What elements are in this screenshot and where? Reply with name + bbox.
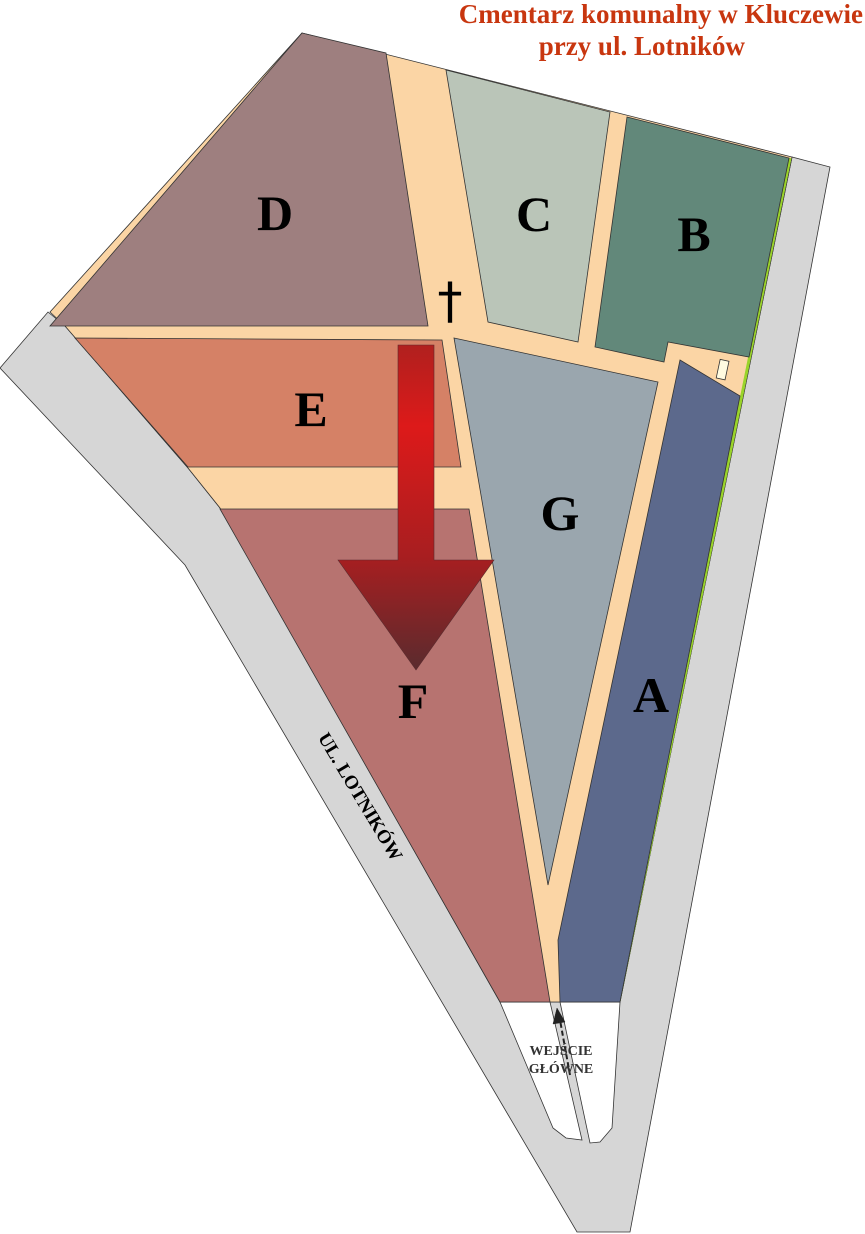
entrance-label-line1: WEJŚCIE — [529, 1042, 592, 1059]
map-title-line2: przy ul. Lotników — [538, 31, 745, 61]
section-label-C: C — [516, 186, 552, 242]
section-label-A: A — [633, 667, 669, 723]
section-A[interactable] — [557, 359, 741, 1003]
section-C[interactable] — [445, 69, 611, 343]
section-label-B: B — [677, 206, 710, 262]
section-B[interactable] — [594, 116, 790, 363]
section-D[interactable] — [49, 32, 429, 327]
section-F[interactable] — [219, 508, 551, 1003]
map-title-line1: Cmentarz komunalny w Kluczewie — [458, 0, 863, 29]
section-label-E: E — [294, 381, 327, 437]
entrance-arrow-icon — [552, 1007, 571, 1076]
section-G[interactable] — [453, 337, 659, 886]
section-E[interactable] — [74, 337, 462, 468]
direction-arrow-icon — [337, 344, 495, 671]
building-icon — [715, 358, 730, 381]
entrance-label-line2: GŁÓWNE — [529, 1060, 594, 1077]
chapel-cross-icon: † — [438, 272, 463, 330]
section-label-D: D — [257, 185, 293, 241]
section-label-G: G — [541, 485, 580, 541]
section-label-F: F — [398, 673, 429, 729]
